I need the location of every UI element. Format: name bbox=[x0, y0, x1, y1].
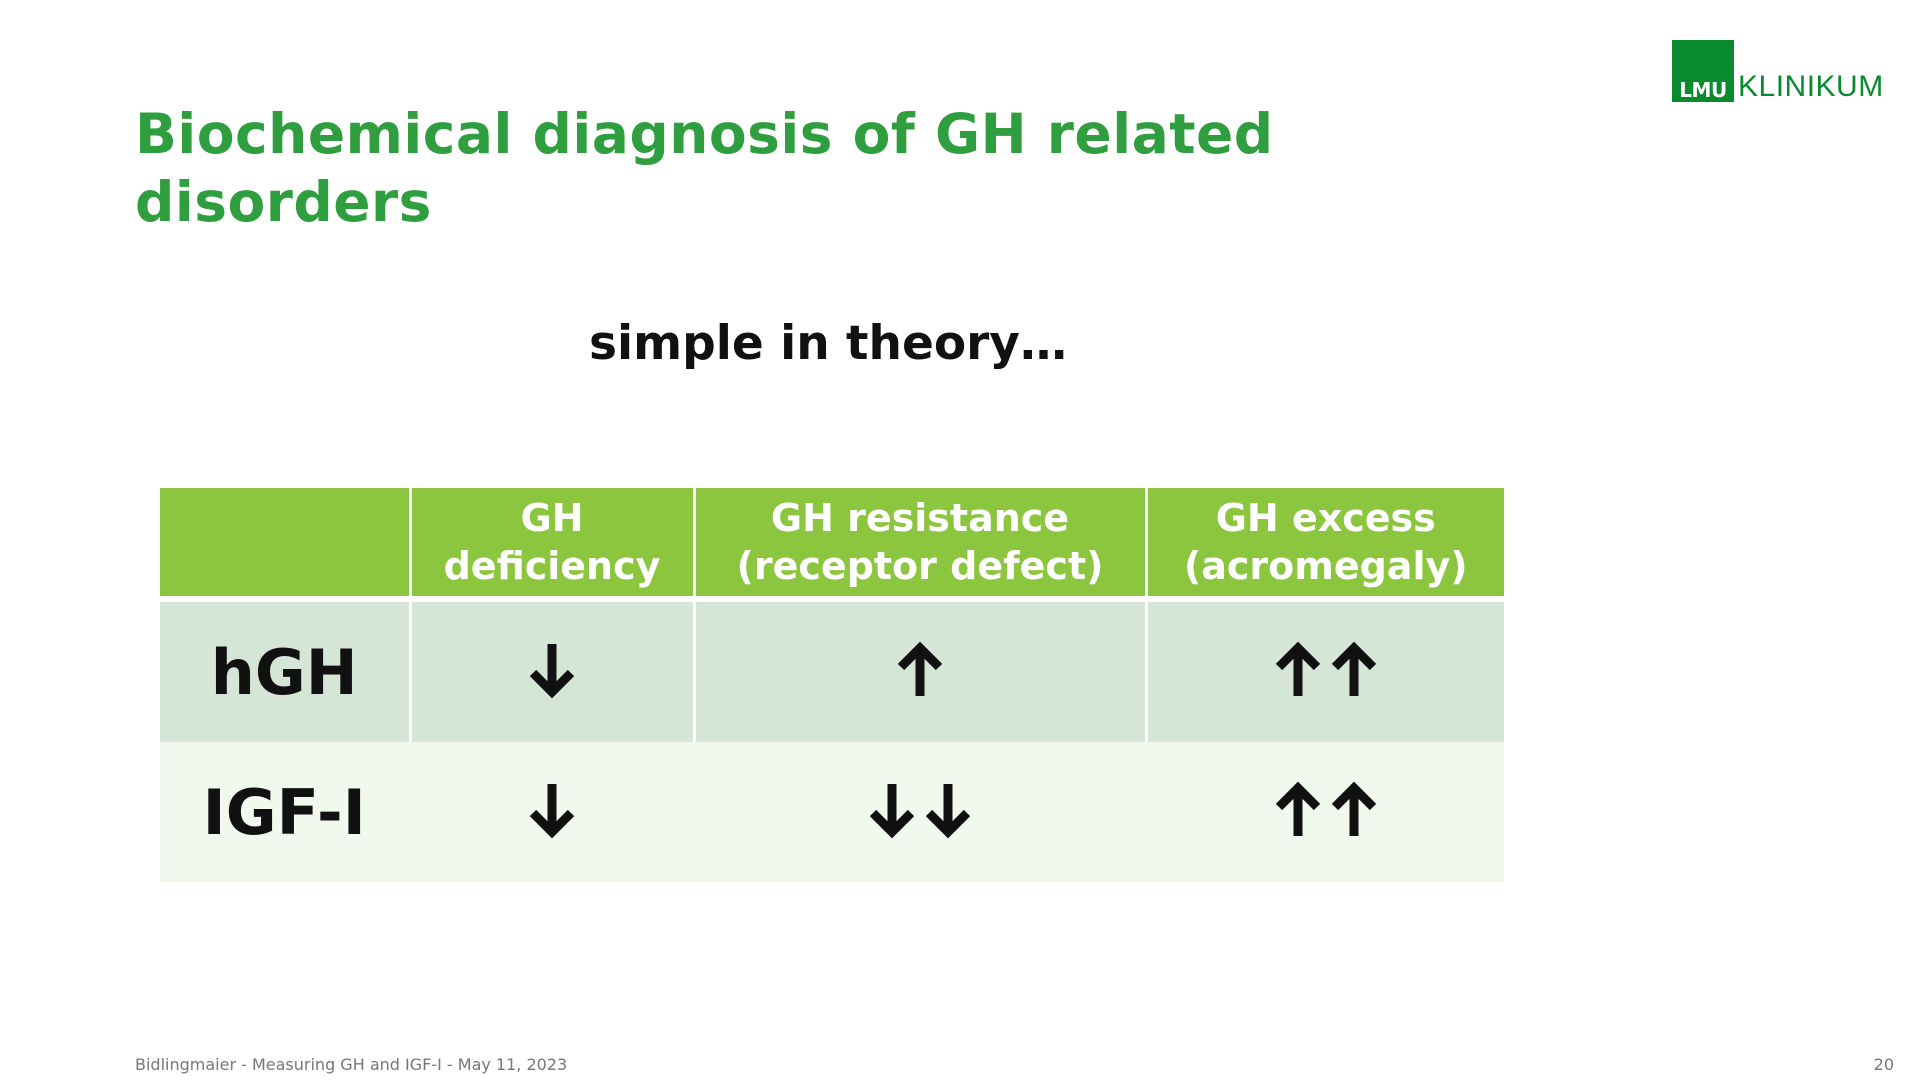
arrow-group bbox=[527, 780, 577, 840]
up-arrow-icon bbox=[895, 640, 945, 700]
table-row: IGF-I bbox=[160, 742, 1504, 882]
page-number: 20 bbox=[1873, 1055, 1894, 1074]
header-line: deficiency bbox=[443, 544, 661, 588]
klinikum-logo-text: KLINIKUM bbox=[1738, 70, 1884, 103]
table-header-gh-resistance: GH resistance (receptor defect) bbox=[694, 488, 1148, 602]
down-arrow-icon bbox=[867, 780, 917, 840]
header-line: GH resistance bbox=[770, 496, 1070, 540]
slide-subtitle: simple in theory… bbox=[589, 316, 1067, 371]
row-label-igf-i: IGF-I bbox=[202, 775, 366, 849]
up-arrow-icon bbox=[1273, 780, 1323, 840]
slide-title-line-2: disorders bbox=[135, 170, 432, 234]
lmu-logo-box: LMU bbox=[1672, 40, 1734, 102]
down-arrow-icon bbox=[923, 780, 973, 840]
arrow-group bbox=[867, 780, 973, 840]
arrow-group bbox=[895, 640, 945, 700]
slide-title: Biochemical diagnosis of GH related diso… bbox=[135, 100, 1395, 236]
arrow-group bbox=[527, 640, 577, 700]
diagnosis-table: GH deficiency GH resistance (receptor de… bbox=[160, 488, 1504, 882]
row-label-cell: IGF-I bbox=[160, 742, 412, 882]
table-header-row: GH deficiency GH resistance (receptor de… bbox=[160, 488, 1504, 602]
row-label-cell: hGH bbox=[160, 599, 412, 742]
table-header-gh-deficiency: GH deficiency bbox=[410, 488, 696, 602]
table-cell bbox=[1146, 742, 1504, 882]
table-cell bbox=[694, 599, 1148, 742]
arrow-group bbox=[1273, 640, 1379, 700]
arrow-group bbox=[1273, 780, 1379, 840]
header-line: GH excess bbox=[1215, 496, 1436, 540]
table-cell bbox=[1146, 599, 1504, 742]
table-header-gh-excess: GH excess (acromegaly) bbox=[1146, 488, 1504, 602]
table-header-empty bbox=[160, 488, 412, 602]
up-arrow-icon bbox=[1273, 640, 1323, 700]
slide-footer: Bidlingmaier - Measuring GH and IGF-I - … bbox=[135, 1055, 568, 1074]
table-row: hGH bbox=[160, 599, 1504, 742]
up-arrow-icon bbox=[1329, 780, 1379, 840]
table-cell bbox=[410, 742, 696, 882]
up-arrow-icon bbox=[1329, 640, 1379, 700]
row-label-hgh: hGH bbox=[210, 635, 358, 709]
lmu-logo-box-text: LMU bbox=[1679, 78, 1727, 102]
down-arrow-icon bbox=[527, 780, 577, 840]
down-arrow-icon bbox=[527, 640, 577, 700]
table-cell bbox=[410, 599, 696, 742]
lmu-klinikum-logo: LMU KLINIKUM bbox=[1672, 38, 1884, 102]
header-line: GH bbox=[520, 496, 584, 540]
slide-title-line-1: Biochemical diagnosis of GH related bbox=[135, 102, 1274, 166]
table-cell bbox=[694, 742, 1148, 882]
header-line: (acromegaly) bbox=[1183, 544, 1468, 588]
header-line: (receptor defect) bbox=[736, 544, 1104, 588]
